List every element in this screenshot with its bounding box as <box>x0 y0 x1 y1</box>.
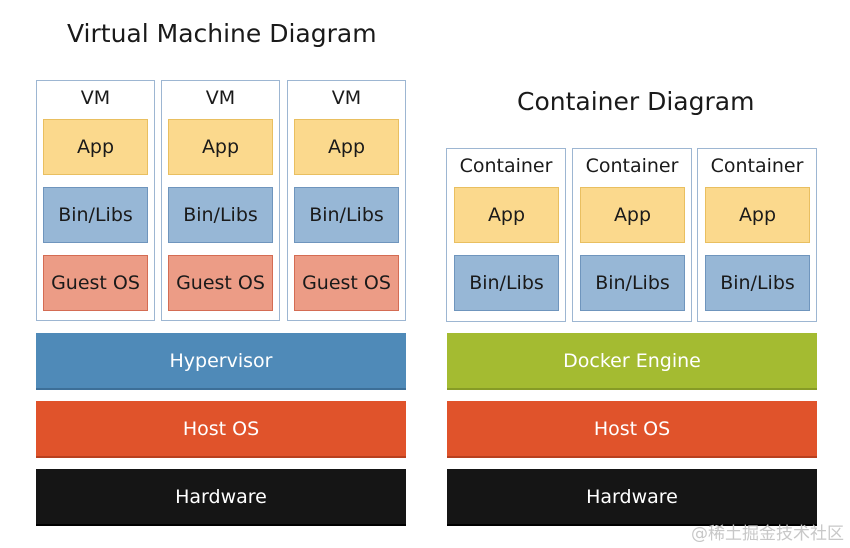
vm-box: VM App Bin/Libs Guest OS <box>287 80 406 321</box>
vm-label: VM <box>80 87 111 109</box>
vm-app-block: App <box>294 119 399 175</box>
container-label: Container <box>710 155 804 177</box>
container-diagram-title: Container Diagram <box>517 87 755 116</box>
container-label: Container <box>585 155 679 177</box>
vm-app-block: App <box>168 119 273 175</box>
watermark: @稀土掘金技术社区 <box>691 524 844 544</box>
container-app-block: App <box>705 187 810 243</box>
vm-app-block: App <box>43 119 148 175</box>
vm-box: VM App Bin/Libs Guest OS <box>36 80 155 321</box>
container-app-block: App <box>580 187 685 243</box>
vm-label: VM <box>331 87 362 109</box>
vm-label: VM <box>205 87 236 109</box>
container-label: Container <box>459 155 553 177</box>
vm-bin-libs-block: Bin/Libs <box>168 187 273 243</box>
container-box: Container App Bin/Libs <box>697 148 817 322</box>
container-bin-libs-block: Bin/Libs <box>580 255 685 311</box>
container-box: Container App Bin/Libs <box>446 148 566 322</box>
hypervisor-layer: Hypervisor <box>36 333 406 390</box>
vm-bin-libs-block: Bin/Libs <box>43 187 148 243</box>
container-hardware-layer: Hardware <box>447 469 817 526</box>
container-app-block: App <box>454 187 559 243</box>
container-host-os-layer: Host OS <box>447 401 817 458</box>
container-bin-libs-block: Bin/Libs <box>705 255 810 311</box>
container-box: Container App Bin/Libs <box>572 148 692 322</box>
vm-bin-libs-block: Bin/Libs <box>294 187 399 243</box>
vm-host-os-layer: Host OS <box>36 401 406 458</box>
vm-guest-os-block: Guest OS <box>43 255 148 311</box>
vm-guest-os-block: Guest OS <box>168 255 273 311</box>
container-bin-libs-block: Bin/Libs <box>454 255 559 311</box>
vm-box: VM App Bin/Libs Guest OS <box>161 80 280 321</box>
vm-hardware-layer: Hardware <box>36 469 406 526</box>
vm-diagram-title: Virtual Machine Diagram <box>67 19 377 48</box>
vm-guest-os-block: Guest OS <box>294 255 399 311</box>
docker-engine-layer: Docker Engine <box>447 333 817 390</box>
